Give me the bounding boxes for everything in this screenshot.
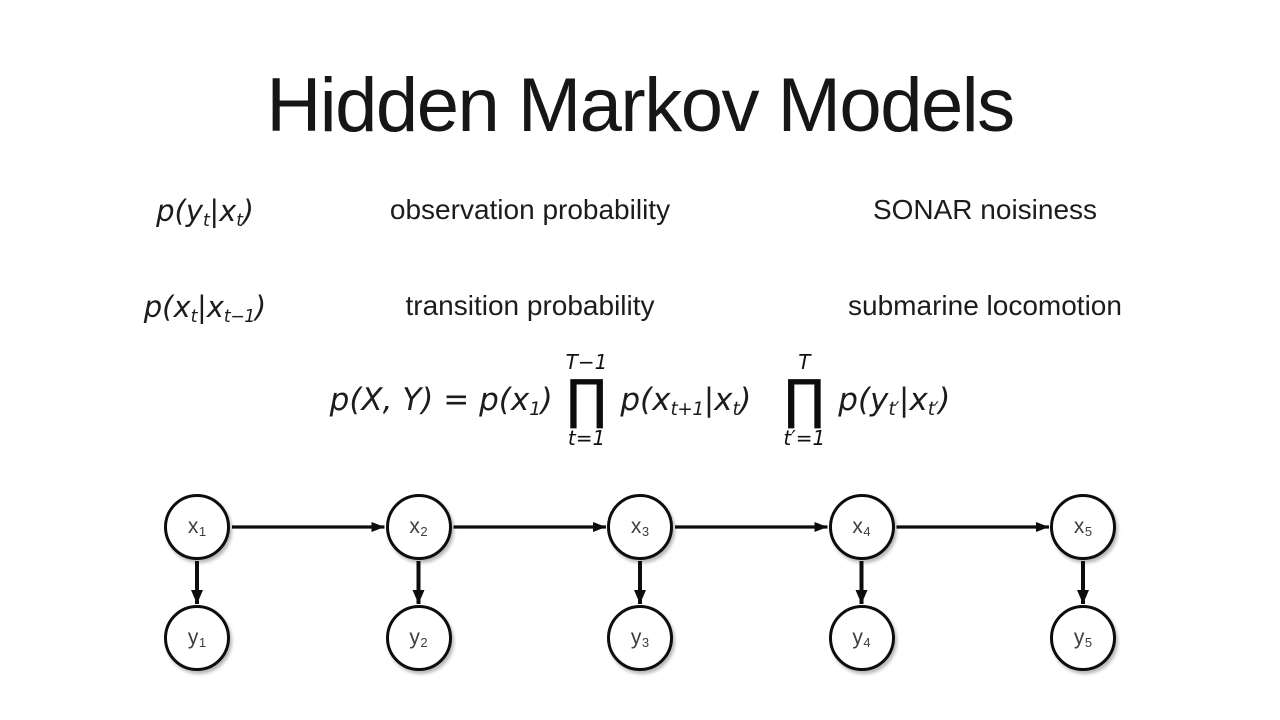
node-label-subscript: 2: [420, 634, 428, 650]
transition-probability-formula: p(xt|xt−1): [143, 290, 267, 327]
node-label-subscript: 1: [198, 523, 207, 539]
node-label: y: [630, 626, 642, 649]
node-label-subscript: 5: [1084, 523, 1093, 539]
node-label: x: [1073, 515, 1085, 538]
product-symbol-icon: ∏: [566, 368, 607, 431]
node-label: y: [187, 626, 199, 649]
slide-title: Hidden Markov Models: [266, 63, 1015, 148]
equation-observation-term: p(yt′|xt′): [838, 381, 951, 420]
observation-probability-example: SONAR noisiness: [872, 194, 1098, 225]
node-label-subscript: 4: [863, 523, 871, 539]
node-label-subscript: 4: [863, 634, 871, 650]
observation-probability-formula: p(yt|xt): [156, 194, 254, 231]
node-label-subscript: 5: [1084, 634, 1093, 650]
node-label-subscript: 1: [198, 634, 207, 650]
product-1: T−1 ∏ t=1: [566, 352, 608, 449]
node-label-subscript: 3: [641, 523, 650, 539]
product-2-lower-limit: t′=1: [783, 426, 826, 451]
node-label-subscript: 3: [641, 634, 650, 650]
equation-lhs: p(X, Y) = p(x1): [329, 381, 553, 420]
node-label: y: [1073, 626, 1085, 649]
product-1-upper-limit: T−1: [565, 350, 608, 374]
node-label: x: [630, 515, 642, 538]
equation-transition-term: p(xt+1|xt): [620, 381, 752, 420]
product-2: T ∏ t′=1: [783, 352, 825, 449]
product-2-upper-limit: T: [798, 350, 811, 374]
transition-probability-label: transition probability: [405, 290, 655, 321]
node-label: y: [409, 626, 420, 649]
node-label: x: [187, 515, 199, 538]
joint-probability-equation: p(X, Y) = p(x1) T−1 ∏ t=1 p(xt+1|xt) T ∏…: [0, 352, 1280, 449]
transition-probability-example: submarine locomotion: [848, 290, 1122, 321]
product-symbol-icon: ∏: [783, 368, 825, 431]
node-label: x: [852, 515, 863, 538]
observation-probability-label: observation probability: [389, 194, 671, 225]
product-1-lower-limit: t=1: [567, 426, 606, 451]
node-label: x: [409, 515, 420, 538]
node-label-subscript: 2: [420, 523, 428, 539]
node-label: y: [852, 626, 863, 649]
